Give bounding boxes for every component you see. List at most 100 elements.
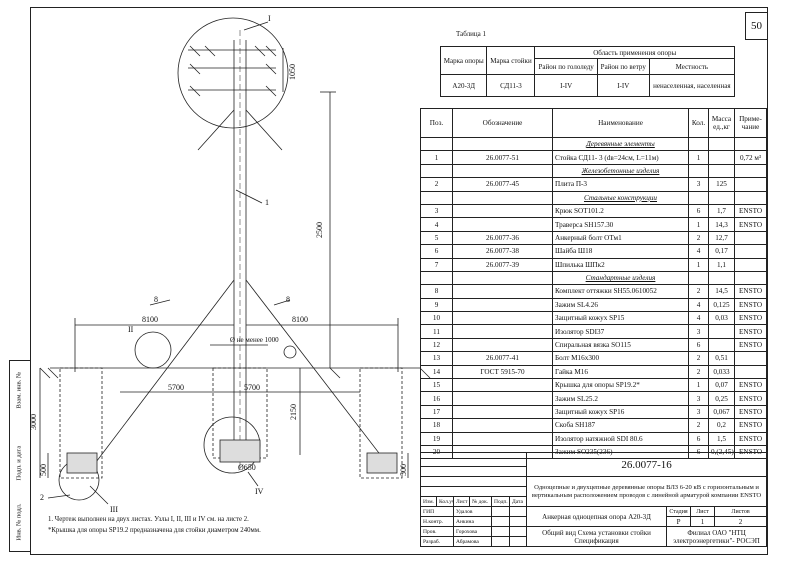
staff-name: Анкина: [453, 516, 492, 527]
spec-code: [452, 418, 553, 433]
spec-name: Плита П-3: [552, 177, 689, 192]
staff-role: Н.контр.: [420, 516, 454, 527]
sheet-number-box: 50: [745, 12, 768, 40]
spec-code: [452, 337, 553, 353]
spec-pos: 14: [420, 364, 453, 380]
callout-II: II: [128, 325, 134, 334]
stage-head: Стадия: [666, 506, 692, 517]
spec-mass: 0,2: [708, 418, 735, 433]
spec-section-row: Деревянные элементы: [420, 136, 767, 152]
title-block: 26.0077-16 Одноцепные и двухцепные дерев…: [419, 452, 768, 547]
spec-name: Крышка для опоры SP19.2*: [552, 378, 689, 393]
spec-qty: 2: [688, 351, 709, 366]
dim-8100-right: 8100: [292, 315, 308, 324]
spec-code: [452, 297, 553, 313]
spec-qty: 2: [688, 284, 709, 299]
spec-pos: 11: [420, 324, 453, 339]
view-name: Общий вид Схема установки стойки Специфи…: [526, 526, 668, 547]
spec-mass: 14,5: [708, 284, 735, 299]
dim-5700-left: 5700: [168, 383, 184, 392]
table1: Марка опоры Марка стойки Область примене…: [439, 46, 736, 97]
spec-note: ENSTO: [734, 203, 767, 219]
spec-code: 26.0077-45: [452, 177, 553, 192]
dim-500-left: 500: [39, 464, 48, 476]
guy-wire-right: [245, 279, 393, 471]
dim-1000: Ø не менее 1000: [230, 336, 279, 344]
spec-mass: 0,51: [708, 351, 735, 366]
spec-qty: 2: [688, 364, 709, 380]
table1-terrain: ненаселенная, населенная: [648, 74, 736, 97]
dim-5700-right: 5700: [244, 383, 260, 392]
dim-8100-left: 8100: [142, 315, 158, 324]
leader-1: 1: [265, 198, 269, 207]
spec-mass: 12,7: [708, 230, 735, 246]
spec-pos: 8: [420, 284, 453, 299]
spec-section-title: Стандартные изделия: [552, 270, 689, 286]
spec-note: ENSTO: [734, 297, 767, 313]
spec-pos: 5: [420, 230, 453, 246]
dim-2500: 2500: [315, 222, 324, 238]
spec-name: Траверса SH157.30: [552, 217, 689, 232]
spec-qty: 2: [688, 230, 709, 246]
spec-mass: 1,7: [708, 203, 735, 219]
sheets-value: 2: [714, 516, 768, 527]
table1-head-wind: Район по ветру: [596, 58, 650, 75]
spec-note: ENSTO: [734, 404, 767, 420]
spec-name: Защитный кожух SP16: [552, 404, 689, 420]
spec-code: [452, 203, 553, 219]
spec-mass: 0,17: [708, 244, 735, 259]
drawing-notes: 1. Чертеж выполнен на двух листах. Узлы …: [48, 514, 408, 536]
spec-name: Комплект оттяжки SH55.0610052: [552, 284, 689, 299]
table1-wind: I-IV: [596, 74, 650, 97]
table1-head-pole: Марка опоры: [439, 46, 488, 75]
spec-head-pos: Поз.: [420, 108, 453, 138]
spec-qty: 1: [688, 257, 709, 272]
spec-name: Стойка СД11- 3 (dв=24см, L=11м): [552, 150, 689, 165]
spec-section-title: Деревянные элементы: [552, 136, 689, 152]
staff-name: Удалов: [453, 506, 492, 517]
staff-role: Пров.: [420, 526, 454, 537]
spec-pos: 4: [420, 217, 453, 232]
pole-drawing: I II III IV 1 2 8 8 8100 8100 5700 5700 …: [29, 14, 431, 514]
spec-note: ENSTO: [734, 337, 767, 353]
sheet-frame: [30, 7, 768, 555]
dim-500-right: 500: [399, 464, 408, 476]
side-stamp-column: [9, 360, 31, 552]
table1-head-terrain: Местность: [648, 58, 736, 75]
table1-title: Таблица 1: [456, 30, 486, 38]
spec-qty: 6: [688, 431, 709, 446]
staff-role: Разраб.: [420, 536, 454, 547]
spec-note: ENSTO: [734, 418, 767, 433]
spec-note: [734, 244, 767, 259]
spec-section-title: Железобетонные изделия: [552, 163, 689, 179]
spec-qty: 6: [688, 337, 709, 353]
detail-circle-I: [177, 17, 289, 129]
col-izm: Изм.: [420, 496, 437, 507]
spec-code: 26.0077-36: [452, 230, 553, 246]
spec-note: ENSTO: [734, 324, 767, 339]
spec-mass: [708, 324, 735, 339]
table1-head-post: Марка стойки: [486, 46, 536, 75]
spec-mass: 0,033: [708, 364, 735, 380]
spec-name: Гайка М16: [552, 364, 689, 380]
spec-mass: 14,3: [708, 217, 735, 232]
spec-pos: 10: [420, 311, 453, 326]
spec-pos: 9: [420, 297, 453, 313]
spec-mass: 0,25: [708, 391, 735, 406]
staff-name: Абрамова: [453, 536, 492, 547]
table1-pole: А20-3Д: [439, 74, 488, 97]
spec-pos: 19: [420, 431, 453, 446]
spec-pos: 2: [420, 177, 453, 192]
spec-head-note: Приме-чание: [734, 108, 767, 138]
spec-name: Защитный кожух SP15: [552, 311, 689, 326]
spec-code: 26.0077-39: [452, 257, 553, 272]
spec-code: [452, 324, 553, 339]
spec-pos: 17: [420, 404, 453, 420]
spec-pos: 13: [420, 351, 453, 366]
